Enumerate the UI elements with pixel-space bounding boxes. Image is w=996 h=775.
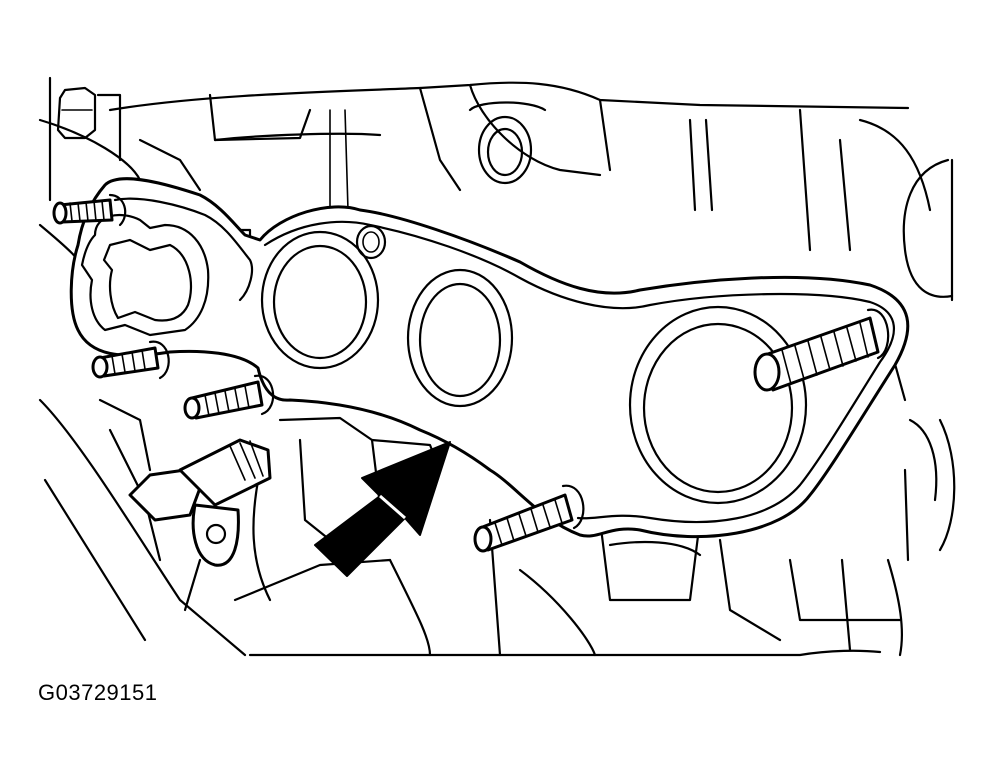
stud-lower-middle bbox=[473, 484, 585, 553]
stud-lower-left bbox=[91, 340, 170, 380]
stud-middle-left bbox=[183, 374, 275, 420]
stud-right bbox=[753, 308, 890, 392]
exhaust-manifold-gasket bbox=[69, 177, 910, 539]
stud-upper-left bbox=[52, 193, 127, 227]
figure-id-label: G03729151 bbox=[38, 680, 158, 705]
engine-block-outline bbox=[38, 76, 956, 657]
sensor-fitting bbox=[128, 438, 272, 612]
pointer-arrow bbox=[314, 441, 451, 577]
